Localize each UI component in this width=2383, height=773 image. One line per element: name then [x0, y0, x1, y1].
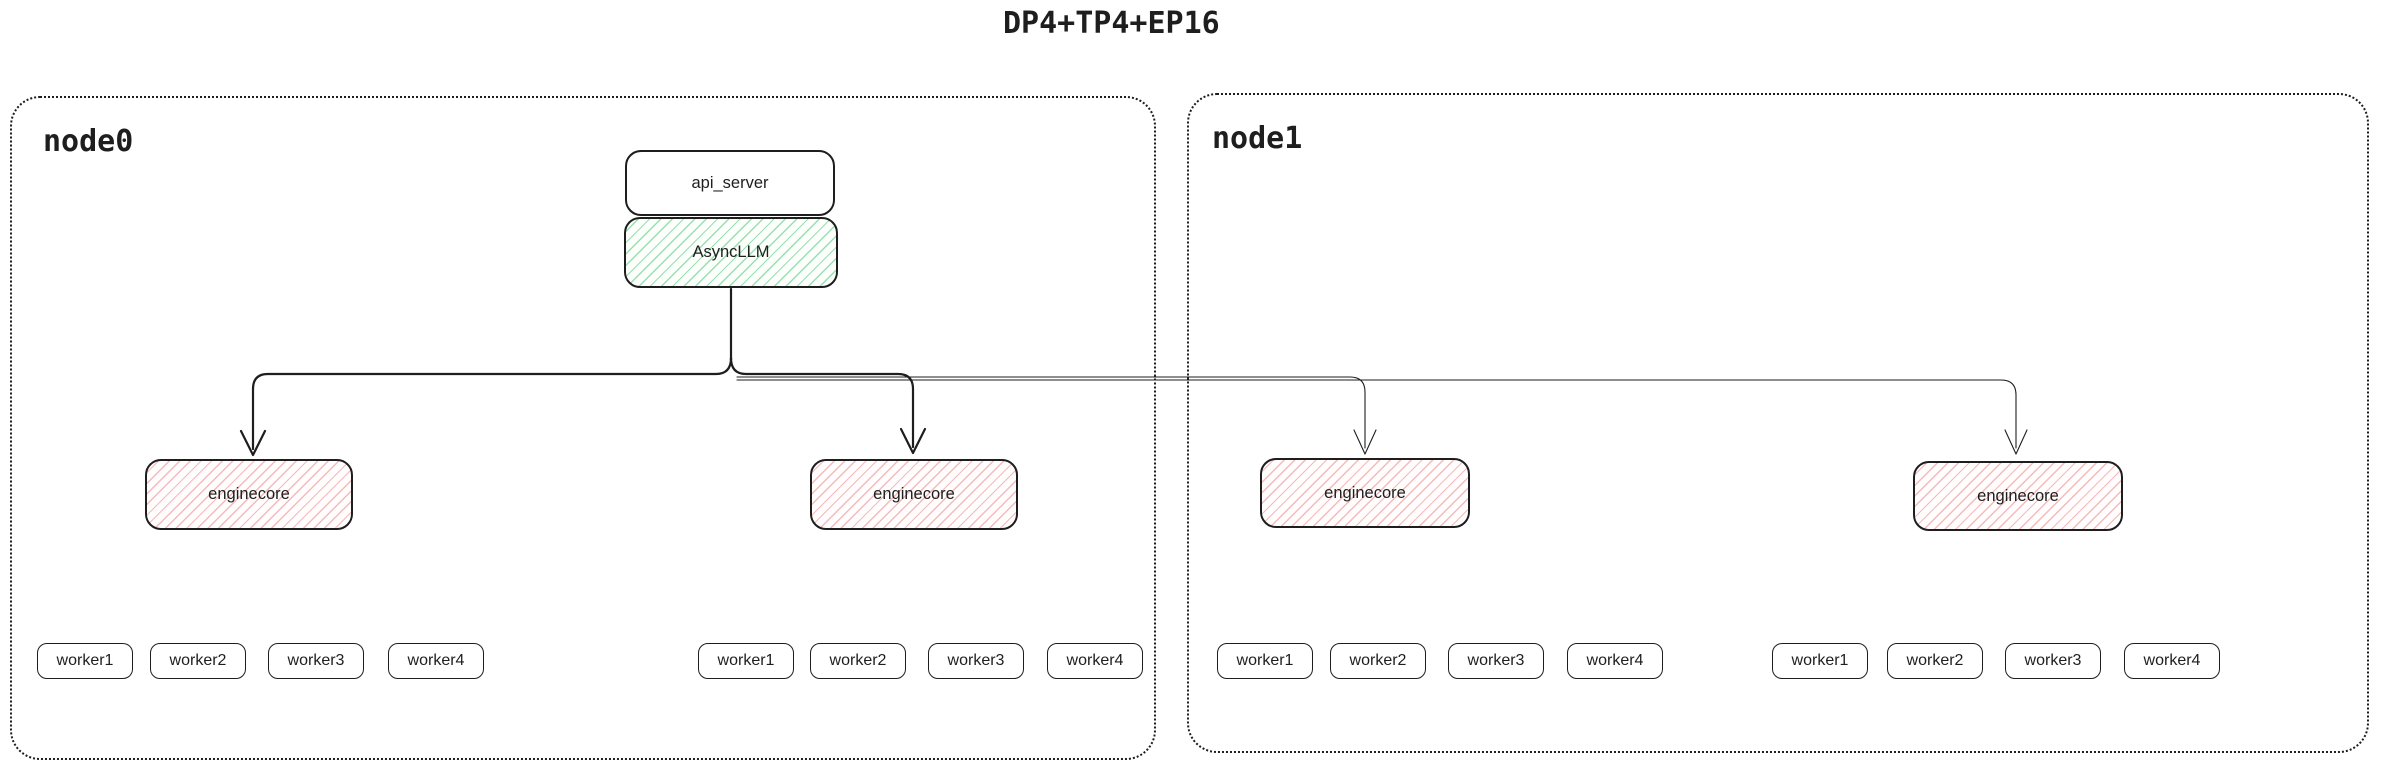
worker-chip: worker1: [1217, 643, 1313, 679]
worker-chip: worker2: [1330, 643, 1426, 679]
worker-chip: worker2: [1887, 643, 1983, 679]
enginecore-box-node0-1: enginecore: [145, 459, 353, 530]
asyncllm-box: AsyncLLM: [624, 217, 838, 288]
worker-chip: worker1: [1772, 643, 1868, 679]
worker-chip: worker1: [698, 643, 794, 679]
api-server-box: api_server: [625, 150, 835, 216]
enginecore-box-node0-2: enginecore: [810, 459, 1018, 530]
worker-chip: worker4: [1567, 643, 1663, 679]
node0-label: node0: [43, 124, 134, 159]
worker-chip: worker4: [2124, 643, 2220, 679]
worker-chip: worker4: [1047, 643, 1143, 679]
worker-chip: worker2: [810, 643, 906, 679]
enginecore-box-node1-2: enginecore: [1913, 461, 2123, 531]
worker-chip: worker4: [388, 643, 484, 679]
worker-chip: worker3: [2005, 643, 2101, 679]
enginecore-box-node1-1: enginecore: [1260, 458, 1470, 528]
worker-chip: worker3: [1448, 643, 1544, 679]
worker-chip: worker1: [37, 643, 133, 679]
node1-label: node1: [1212, 121, 1303, 156]
worker-chip: worker3: [268, 643, 364, 679]
worker-chip: worker3: [928, 643, 1024, 679]
worker-chip: worker2: [150, 643, 246, 679]
diagram-title: DP4+TP4+EP16: [1003, 6, 1220, 41]
